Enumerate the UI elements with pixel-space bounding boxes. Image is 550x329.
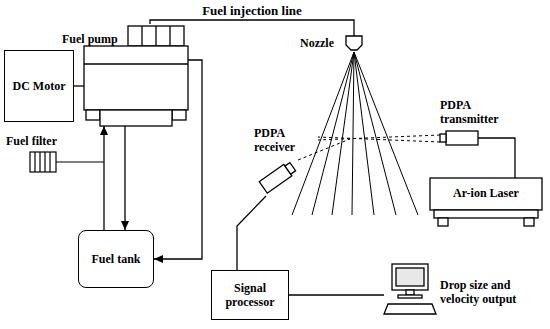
part-label: Fuel filter <box>4 134 59 148</box>
filter-rib <box>39 152 40 172</box>
receiver-view <box>298 139 350 160</box>
filter-rib <box>44 152 45 172</box>
pipe-line <box>289 294 384 295</box>
monitor-base <box>398 295 422 298</box>
edge-label-holder: Fuel injection line <box>200 3 304 18</box>
laser-beams <box>298 135 440 160</box>
receiver-shape <box>258 158 298 196</box>
node-label: Fuel pump <box>62 32 132 46</box>
spray-line <box>292 52 354 215</box>
laser-drawing <box>430 178 542 226</box>
pump-foot <box>86 110 100 120</box>
filter-body <box>30 152 56 172</box>
nozzle-shape <box>346 36 362 50</box>
node-label: Nozzle <box>300 36 344 50</box>
pump-foot <box>172 110 186 120</box>
transmitter-body <box>446 131 478 145</box>
node-label: PDPA transmitter <box>440 98 516 126</box>
part-label-holder: Fuel filter <box>4 134 59 148</box>
bench-foot <box>524 218 534 226</box>
monitor <box>392 264 428 290</box>
pipe-line <box>103 126 104 230</box>
pump-body-line <box>84 63 188 64</box>
receiver-drawing <box>259 161 297 193</box>
injector-divider <box>169 26 170 46</box>
spray-line <box>332 52 354 215</box>
motor-box: DC Motor <box>4 50 74 122</box>
transmitter-shape <box>440 130 478 146</box>
filter-rib <box>34 152 35 172</box>
pdpa-receiver: PDPA receiver <box>258 158 298 196</box>
pump-base <box>100 110 172 126</box>
spray-line <box>312 52 354 215</box>
pipe-line <box>478 138 515 178</box>
transmitter-drawing <box>440 131 478 145</box>
laser-bench <box>434 210 538 218</box>
computer-shape <box>384 264 436 316</box>
receiver-lens <box>285 163 296 175</box>
spray-line <box>354 52 396 215</box>
node-label: Signal processor <box>218 281 282 309</box>
laser-beam <box>318 137 440 142</box>
node-label: Fuel tank <box>91 252 140 266</box>
pipe-line <box>124 126 125 230</box>
node-label: DC Motor <box>13 79 66 93</box>
fuel-pump: Fuel pump <box>84 24 188 126</box>
node-label: PDPA receiver <box>254 126 310 154</box>
spray-line <box>352 52 354 215</box>
edge-label: Fuel injection line <box>200 3 304 18</box>
transmitter-lens <box>440 134 446 142</box>
nozzle: Nozzle <box>346 36 362 50</box>
fuel-spray <box>292 52 418 215</box>
injector-divider <box>155 26 156 46</box>
nozzle-body <box>346 36 362 50</box>
bench-foot <box>438 218 448 226</box>
pipe-line <box>237 196 266 270</box>
laser-housing <box>430 178 542 210</box>
fuel-tank: Fuel tank <box>78 230 154 288</box>
laser: Ar-ion Laser <box>430 178 542 226</box>
filter-rib <box>49 152 50 172</box>
injector-block <box>128 26 184 46</box>
node-label: Drop size and velocity output <box>440 278 544 306</box>
signal-processor-box: Signal processor <box>211 270 289 320</box>
screen <box>396 268 424 286</box>
pdpa-transmitter: PDPA transmitter <box>440 130 478 146</box>
computer-drawing <box>384 264 436 314</box>
pipe-line <box>74 85 84 86</box>
fuel-filter-symbol <box>30 152 104 172</box>
node-label: Ar-ion Laser <box>430 178 542 200</box>
laser-shape <box>430 178 542 226</box>
spray-line <box>354 52 418 215</box>
injector-divider <box>141 26 142 46</box>
filter-pipe <box>56 161 104 162</box>
keyboard <box>384 304 436 314</box>
computer: Drop size and velocity output <box>384 264 436 316</box>
monitor-stand <box>406 290 414 295</box>
pump-body <box>84 46 188 110</box>
